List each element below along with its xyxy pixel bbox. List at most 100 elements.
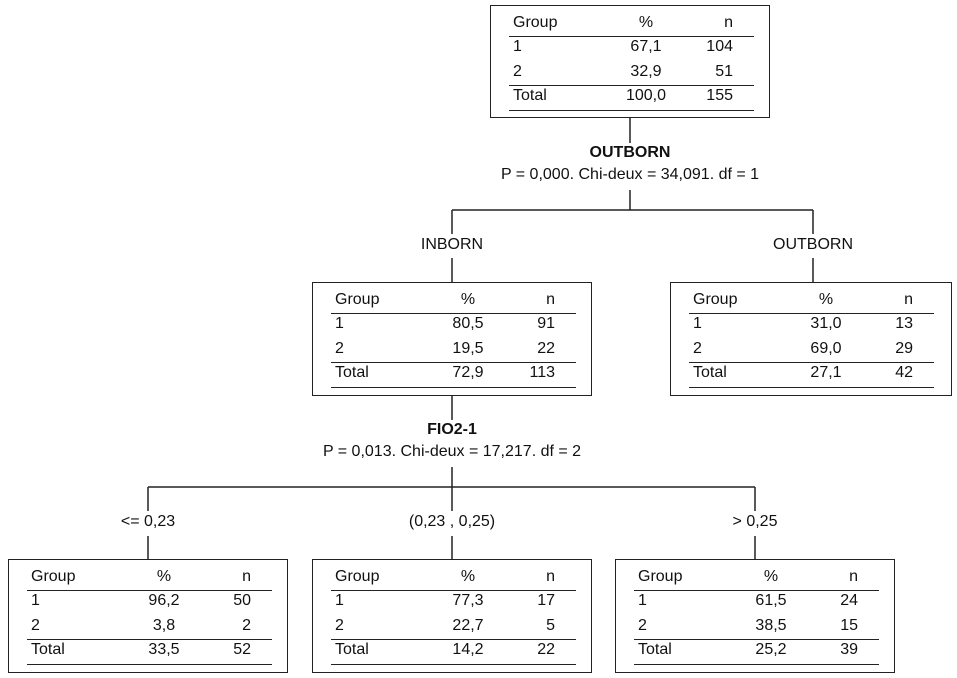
table-rule [509, 110, 754, 111]
table-cell: 2 [335, 617, 344, 634]
table-cell: 5 [546, 617, 555, 634]
table-cell: 31,0 [810, 315, 842, 332]
table-cell: 1 [513, 38, 522, 55]
split-variable-fio2: FIO2-1 [427, 421, 477, 438]
table-cell: 13 [895, 315, 913, 332]
table-cell: 72,9 [452, 364, 484, 381]
table-rule [331, 639, 576, 640]
table-cell: 1 [335, 315, 344, 332]
table-rule [509, 85, 754, 86]
split-variable-outborn: OUTBORN [589, 144, 671, 161]
table-cell: 1 [335, 592, 344, 609]
table-cell: Group [335, 568, 380, 585]
table-cell: 52 [233, 641, 251, 658]
branch-label-inborn: INBORN [420, 236, 484, 253]
table-cell: 104 [706, 38, 733, 55]
table-cell: 51 [715, 63, 733, 80]
table-cell: % [460, 568, 476, 585]
table-cell: 19,5 [452, 340, 484, 357]
table-cell: Group [638, 568, 683, 585]
table-cell: 91 [537, 315, 555, 332]
table-cell: 25,2 [755, 641, 787, 658]
table-cell: 22,7 [452, 617, 484, 634]
table-cell: 42 [895, 364, 913, 381]
branch-label-gt-025: > 0,25 [732, 513, 778, 530]
table-cell: 2 [335, 340, 344, 357]
table-cell: 33,5 [148, 641, 180, 658]
table-rule [331, 590, 576, 591]
split-stats-outborn: P = 0,000. Chi-deux = 34,091. df = 1 [500, 166, 760, 183]
table-cell: 80,5 [452, 315, 484, 332]
table-rule [331, 313, 576, 314]
table-cell: 77,3 [452, 592, 484, 609]
table-cell: 17 [537, 592, 555, 609]
table-cell: Total [335, 364, 369, 381]
table-cell: 113 [529, 364, 555, 381]
table-cell: n [904, 291, 913, 308]
table-cell: % [460, 291, 476, 308]
table-cell: Total [513, 87, 547, 104]
table-cell: 38,5 [755, 617, 787, 634]
table-cell: Total [693, 364, 727, 381]
table-cell: Group [335, 291, 380, 308]
table-cell: 96,2 [148, 592, 180, 609]
table-cell: Total [335, 641, 369, 658]
table-cell: 69,0 [810, 340, 842, 357]
table-cell: n [546, 568, 555, 585]
table-cell: % [156, 568, 172, 585]
table-cell: 2 [242, 617, 251, 634]
table-rule [27, 664, 272, 665]
table-rule [634, 664, 879, 665]
branch-label-outborn: OUTBORN [773, 236, 853, 253]
table-cell: 100,0 [625, 87, 667, 104]
table-cell: 22 [537, 340, 555, 357]
branch-label-023-025: (0,23 , 0,25) [408, 513, 496, 530]
table-rule [331, 664, 576, 665]
table-cell: 50 [233, 592, 251, 609]
table-rule [331, 362, 576, 363]
table-cell: 22 [537, 641, 555, 658]
table-rule [689, 313, 934, 314]
table-cell: 1 [638, 592, 647, 609]
table-cell: 27,1 [810, 364, 842, 381]
table-rule [689, 362, 934, 363]
table-cell: 39 [840, 641, 858, 658]
table-rule [634, 639, 879, 640]
table-cell: n [849, 568, 858, 585]
table-cell: Group [513, 14, 558, 31]
table-cell: 1 [31, 592, 40, 609]
table-cell: 61,5 [755, 592, 787, 609]
table-cell: Group [31, 568, 76, 585]
table-rule [634, 590, 879, 591]
table-cell: % [638, 14, 654, 31]
table-cell: Total [31, 641, 65, 658]
table-cell: n [546, 291, 555, 308]
table-cell: 24 [840, 592, 858, 609]
table-cell: 15 [840, 617, 858, 634]
table-cell: n [724, 14, 733, 31]
table-cell: 2 [31, 617, 40, 634]
table-rule [331, 387, 576, 388]
table-cell: Group [693, 291, 738, 308]
table-cell: 2 [693, 340, 702, 357]
table-cell: 32,9 [630, 63, 662, 80]
table-cell: % [763, 568, 779, 585]
split-stats-fio2: P = 0,013. Chi-deux = 17,217. df = 2 [322, 443, 582, 460]
table-cell: 67,1 [630, 38, 662, 55]
table-cell: 1 [693, 315, 702, 332]
table-rule [27, 590, 272, 591]
table-cell: 29 [895, 340, 913, 357]
table-rule [27, 639, 272, 640]
table-rule [689, 387, 934, 388]
table-cell: 14,2 [452, 641, 484, 658]
branch-label-le-023: <= 0,23 [120, 513, 176, 530]
table-cell: 2 [638, 617, 647, 634]
table-cell: n [242, 568, 251, 585]
